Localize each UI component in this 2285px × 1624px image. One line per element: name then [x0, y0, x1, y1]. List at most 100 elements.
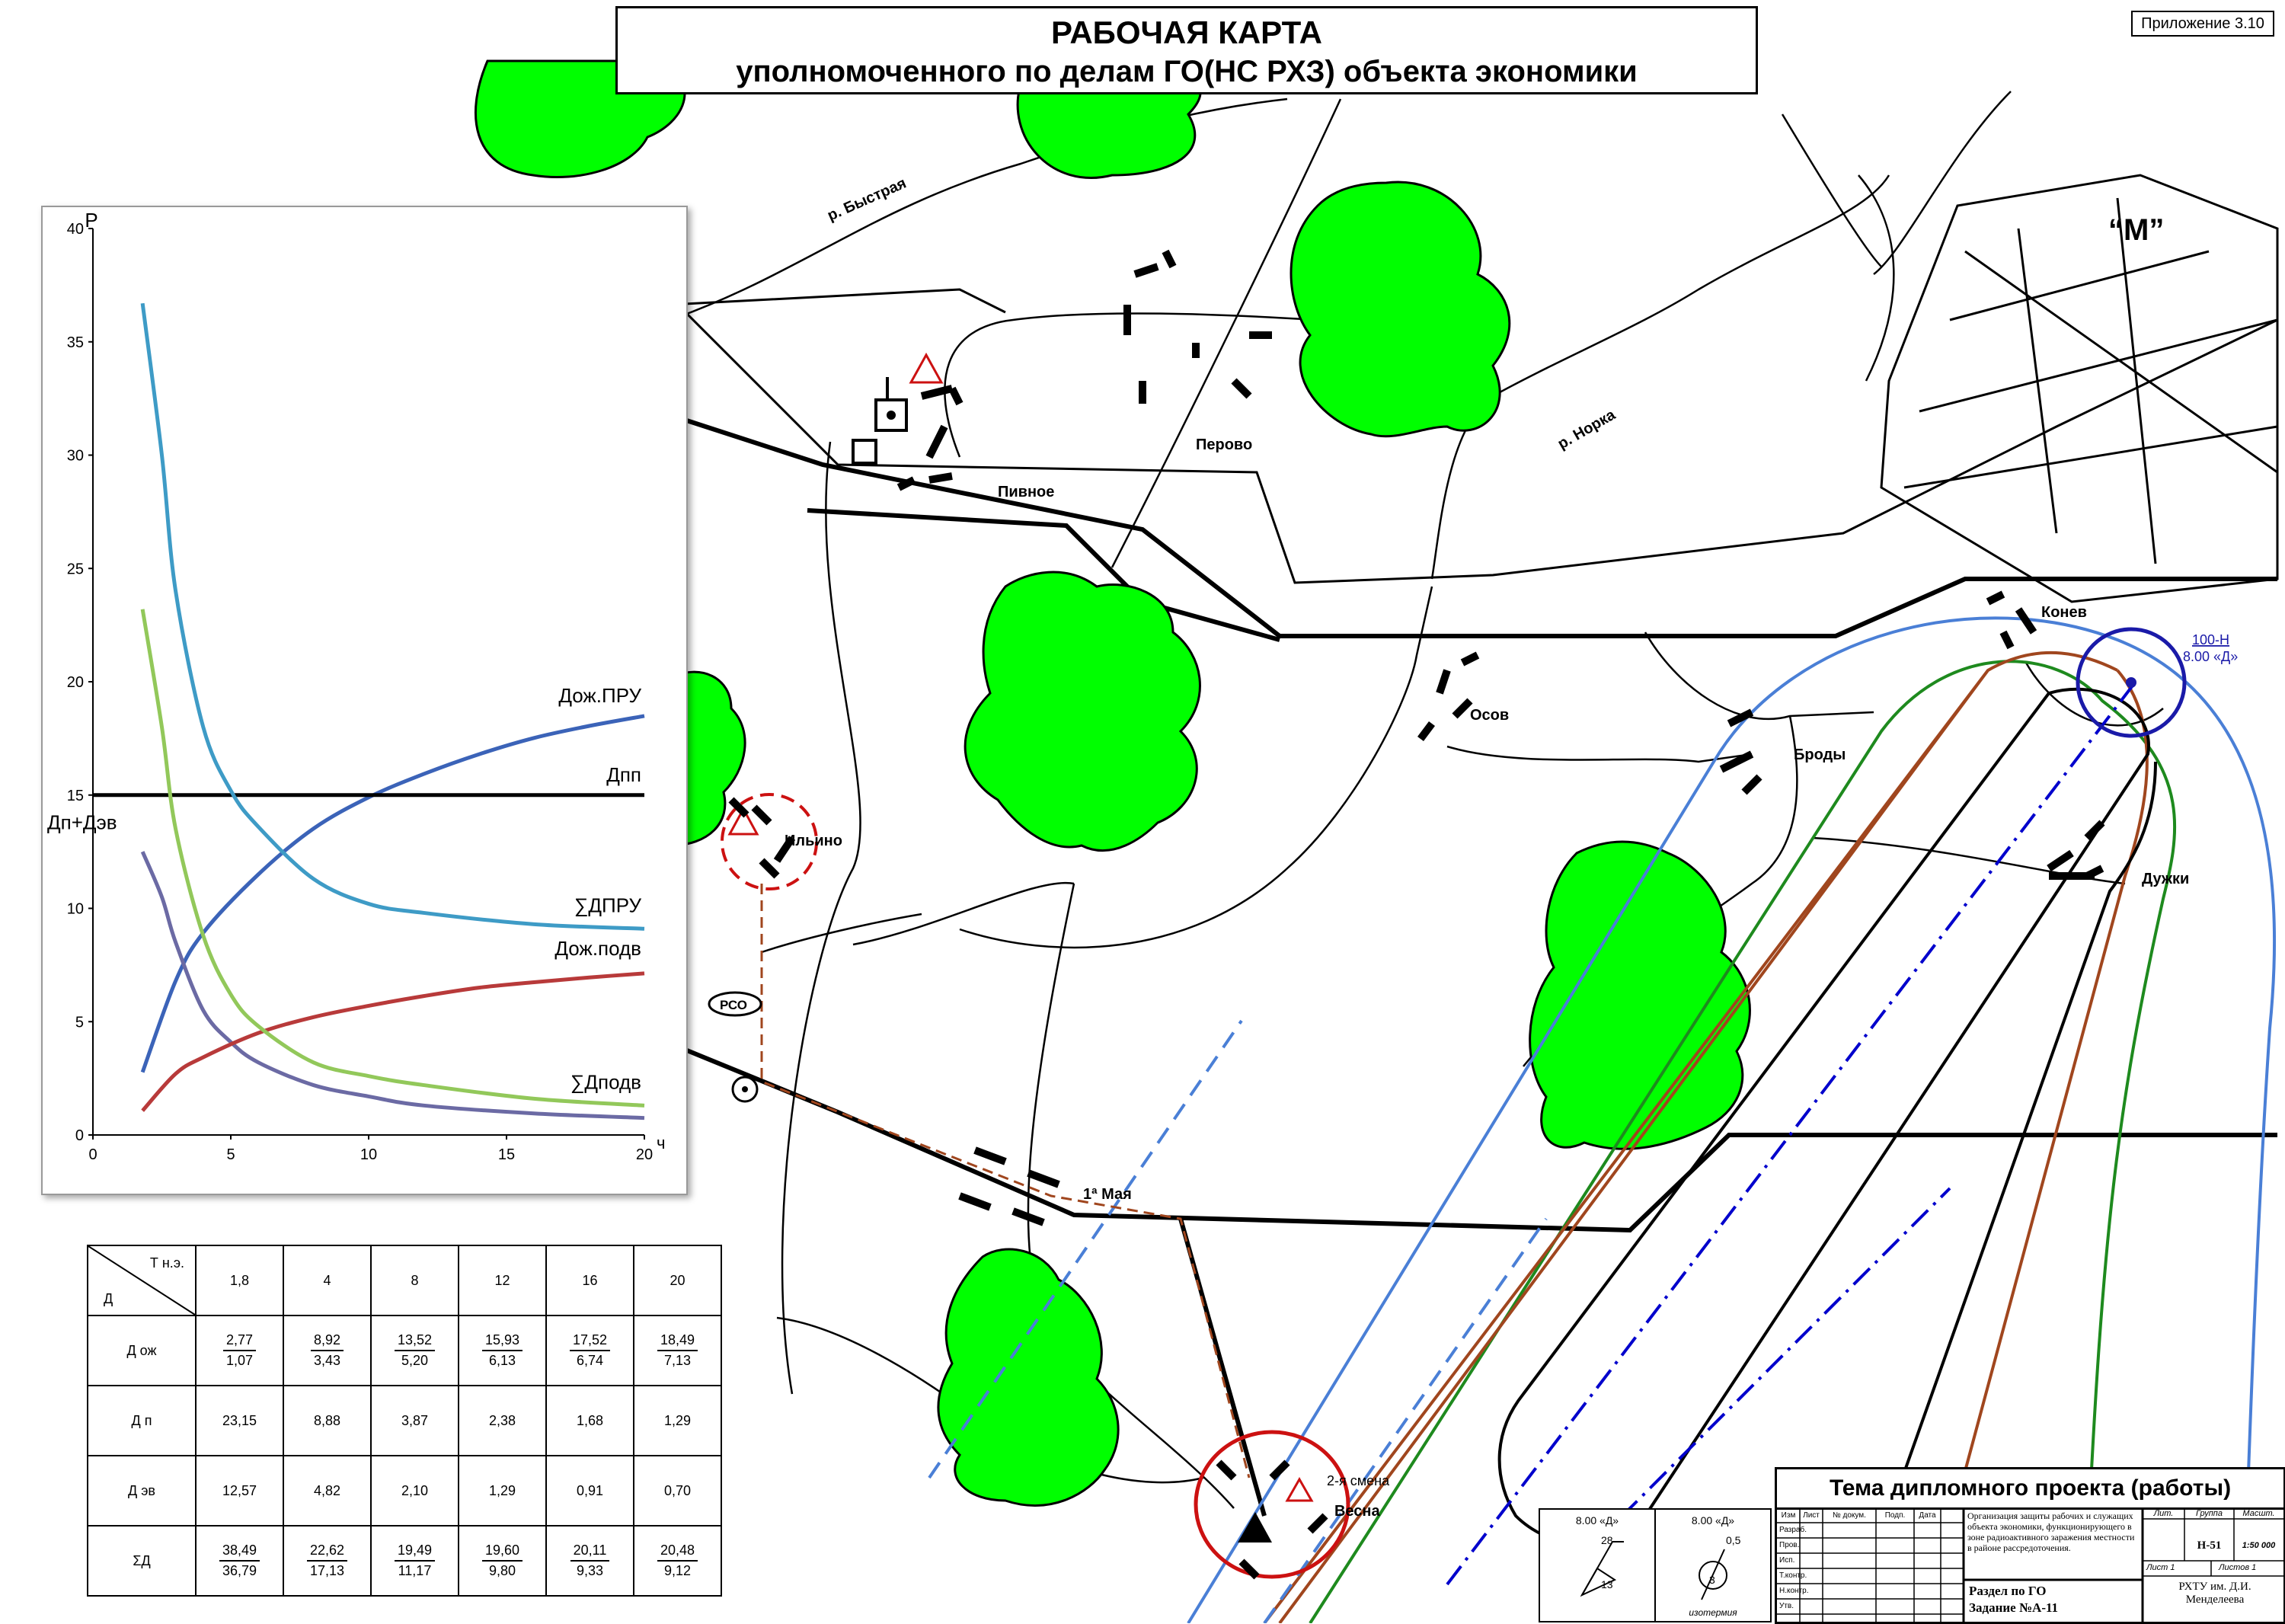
- time-header: 8: [370, 1245, 459, 1316]
- y-tick-label: 35: [67, 334, 84, 351]
- city-m-label: “М”: [2108, 213, 2164, 247]
- scale-time-label: 8.00 «Д»: [1575, 1514, 1619, 1526]
- title-block-grid: [1777, 1507, 2283, 1622]
- table-cell: 1,29: [458, 1455, 547, 1526]
- chem-hazard-ilino-icon: [727, 806, 759, 836]
- time-header: 4: [283, 1245, 372, 1316]
- signature-table: Изм Лист № докум. Подп. Дата Разраб. Про…: [1779, 1511, 1936, 1611]
- sheets-row: Листов 1: [2219, 1563, 2257, 1572]
- zone-black-right: [1849, 761, 2157, 1623]
- ilino-area[interactable]: [721, 793, 818, 890]
- explosion-code-label: 100-Н: [2192, 632, 2229, 647]
- y-tick-label: 0: [75, 1127, 84, 1144]
- lit-label: Лит.: [2153, 1509, 2174, 1518]
- pivnoe-label: Пивное: [998, 484, 1054, 500]
- vesna-label: Весна: [1334, 1503, 1381, 1520]
- time-header: 20: [633, 1245, 722, 1316]
- city-m-block: [1880, 174, 2279, 603]
- river-bystraya-label: р. Быстрая: [825, 174, 909, 224]
- perovo-label: Перово: [1196, 436, 1252, 453]
- table-cell: 1,68: [545, 1385, 634, 1456]
- osov-label: Осов: [1470, 707, 1509, 724]
- table-cell: 8,88: [283, 1385, 372, 1456]
- zone-dashed-left: [928, 1019, 1243, 1479]
- zone-axis: [1446, 684, 2134, 1586]
- y-tick-label: 40: [67, 221, 84, 238]
- isotherm-caption: изотермия: [1689, 1607, 1737, 1618]
- scale-header-label: Масшт.: [2242, 1509, 2275, 1518]
- series-label: ∑Дподв: [570, 1070, 641, 1093]
- ilino-label: Ильино: [785, 833, 842, 849]
- settlement-marks: [728, 249, 2105, 1580]
- rso-marker[interactable]: [708, 991, 762, 1017]
- map-scale: 1:50 000: [2242, 1541, 2276, 1550]
- forest-south: [937, 1248, 1120, 1507]
- project-topic: Тема дипломного проекта (работы): [1777, 1469, 2283, 1510]
- forest-perovo: [1290, 181, 1511, 438]
- zone-brown: [1263, 651, 2118, 1623]
- table-cell: 0,70: [633, 1455, 722, 1526]
- factory-icon: [852, 377, 908, 465]
- series-label: ∑ДПРУ: [574, 894, 642, 916]
- sheet-row: Лист 1: [2146, 1563, 2175, 1572]
- explosion-epicenter[interactable]: [2076, 627, 2187, 738]
- wind-arrow-icon: [1580, 1541, 1624, 1597]
- table-cell: 2,10: [370, 1455, 459, 1526]
- brody-label: Броды: [1794, 746, 1846, 763]
- section-label: Раздел по ГО: [1969, 1584, 2047, 1598]
- scale-time-label: 8.00 «Д»: [1691, 1514, 1735, 1526]
- corner-bottom-label: Д: [104, 1291, 113, 1306]
- time-header: 16: [545, 1245, 634, 1316]
- chem-hazard-pivnoe-icon: [909, 352, 944, 384]
- zone-outer-blue: [1187, 616, 2277, 1623]
- x-axis-label: ч: [657, 1133, 665, 1152]
- wind-scale-box: 8.00 «Д» 28 13: [1539, 1508, 1656, 1622]
- x-tick-label: 20: [636, 1146, 653, 1163]
- table-cell: 3,87: [370, 1385, 459, 1456]
- y-tick-label: 20: [67, 674, 84, 691]
- table-row: Д эв 12,57 4,82 2,10 1,29 0,91 0,70: [87, 1455, 722, 1526]
- rso-label: РСО: [720, 998, 747, 1012]
- thin-roads-rivers: [670, 91, 2164, 1509]
- map-title: РАБОЧАЯ КАРТА: [1051, 14, 1322, 50]
- series-label: Дож.ПРУ: [558, 684, 641, 707]
- table-cell: 23,15: [195, 1385, 284, 1456]
- zone-axis-2: [1590, 1187, 1951, 1548]
- series-line: [140, 302, 645, 931]
- organization: РХТУ им. Д.И. Менделеева: [2178, 1581, 2251, 1606]
- corner-top-label: Т н.э.: [149, 1255, 184, 1271]
- forest-west: [669, 670, 746, 847]
- shelter-triangle-icon: [1238, 1512, 1272, 1542]
- chem-hazard-vesna-icon: [1285, 1476, 1314, 1502]
- x-tick-label: 5: [226, 1146, 235, 1163]
- map-subtitle: уполномоченного по делам ГО(НС РХЗ) объе…: [736, 55, 1638, 88]
- series-label: Дп+Дэв: [47, 810, 117, 833]
- y-tick-label: 30: [67, 448, 84, 465]
- roads: [669, 413, 2277, 1517]
- task-label: Задание №А-11: [1969, 1600, 2059, 1615]
- konev-label: Конев: [2041, 604, 2087, 621]
- map-title-box: РАБОЧАЯ КАРТА уполномоченного по делам Г…: [615, 6, 1758, 94]
- series-label: Дож.подв: [554, 937, 641, 960]
- x-tick-label: 0: [88, 1146, 97, 1163]
- y-tick-label: 15: [67, 788, 84, 804]
- forest-brody: [1529, 840, 1751, 1150]
- vesna-area[interactable]: [1194, 1430, 1350, 1579]
- railway: [669, 288, 2278, 584]
- evacuation-route: [760, 884, 1251, 1479]
- pervoe-maya-label: 1ª Мая: [1083, 1186, 1132, 1203]
- fallout-zones: [928, 616, 2277, 1623]
- zone-dashed-mid: [1263, 1217, 1548, 1623]
- y-tick-label: 5: [75, 1014, 84, 1031]
